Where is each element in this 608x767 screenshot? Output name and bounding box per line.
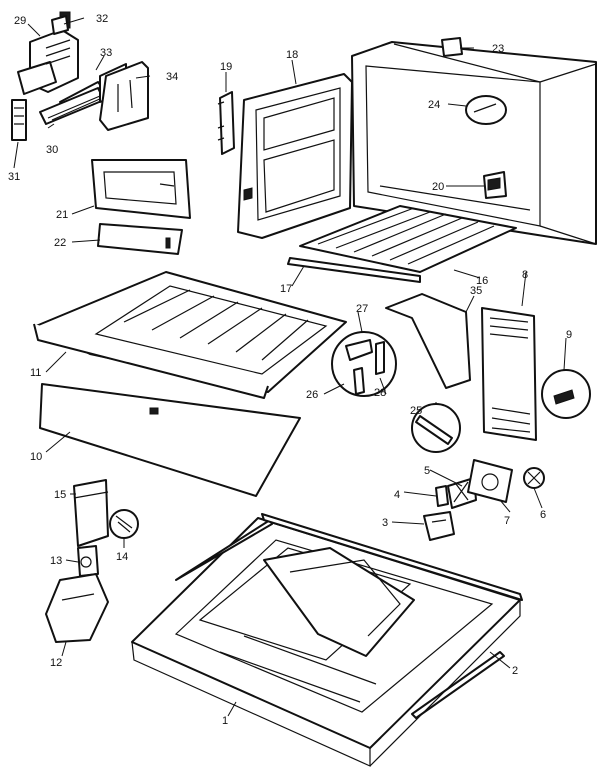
callout-24: 24 bbox=[428, 99, 440, 111]
callout-10: 10 bbox=[30, 451, 42, 463]
leader-lines bbox=[13, 17, 567, 717]
callout-11: 11 bbox=[30, 367, 41, 379]
callout-16: 16 bbox=[476, 275, 488, 287]
wire-shelf bbox=[287, 205, 517, 283]
callout-2: 2 bbox=[512, 665, 518, 677]
callout-29: 29 bbox=[14, 15, 26, 27]
callout-13: 13 bbox=[50, 555, 62, 567]
freezer-floor-tray bbox=[33, 271, 347, 497]
cabinet-base-pan bbox=[131, 513, 523, 767]
callout-22: 22 bbox=[54, 237, 66, 249]
freezer-cabinet bbox=[351, 37, 597, 245]
callout-5: 5 bbox=[424, 465, 430, 477]
control-panel-assembly bbox=[91, 159, 191, 255]
callout-labels: 29 32 33 34 30 31 19 18 23 24 20 21 22 1… bbox=[8, 13, 572, 727]
callout-32: 32 bbox=[96, 13, 108, 25]
callout-12: 12 bbox=[50, 657, 62, 669]
callout-1: 1 bbox=[222, 715, 228, 727]
callout-27: 27 bbox=[356, 303, 368, 315]
control-housing-assembly bbox=[11, 11, 149, 141]
callout-31: 31 bbox=[8, 171, 20, 183]
callout-8: 8 bbox=[522, 269, 528, 281]
callout-15: 15 bbox=[54, 489, 66, 501]
callout-20: 20 bbox=[432, 181, 444, 193]
callout-35: 35 bbox=[470, 285, 482, 297]
callout-28: 28 bbox=[374, 387, 386, 399]
callout-23: 23 bbox=[492, 43, 504, 55]
callout-3: 3 bbox=[382, 517, 388, 529]
callout-33: 33 bbox=[100, 47, 112, 59]
callout-19: 19 bbox=[220, 61, 232, 73]
callout-26: 26 bbox=[306, 389, 318, 401]
fan-motor-assembly bbox=[423, 459, 545, 541]
callout-18: 18 bbox=[286, 49, 298, 61]
evaporator-cover-assembly bbox=[331, 293, 591, 453]
callout-34: 34 bbox=[166, 71, 178, 83]
callout-17: 17 bbox=[280, 283, 292, 295]
door-liner-assembly bbox=[217, 73, 353, 239]
callout-14: 14 bbox=[116, 551, 128, 563]
callout-9: 9 bbox=[566, 329, 572, 341]
ice-bin-assembly bbox=[45, 479, 139, 643]
callout-6: 6 bbox=[540, 509, 546, 521]
callout-7: 7 bbox=[504, 515, 510, 527]
callout-30: 30 bbox=[46, 144, 58, 156]
callout-21: 21 bbox=[56, 209, 68, 221]
callout-4: 4 bbox=[394, 489, 400, 501]
callout-25: 25 bbox=[410, 405, 422, 417]
